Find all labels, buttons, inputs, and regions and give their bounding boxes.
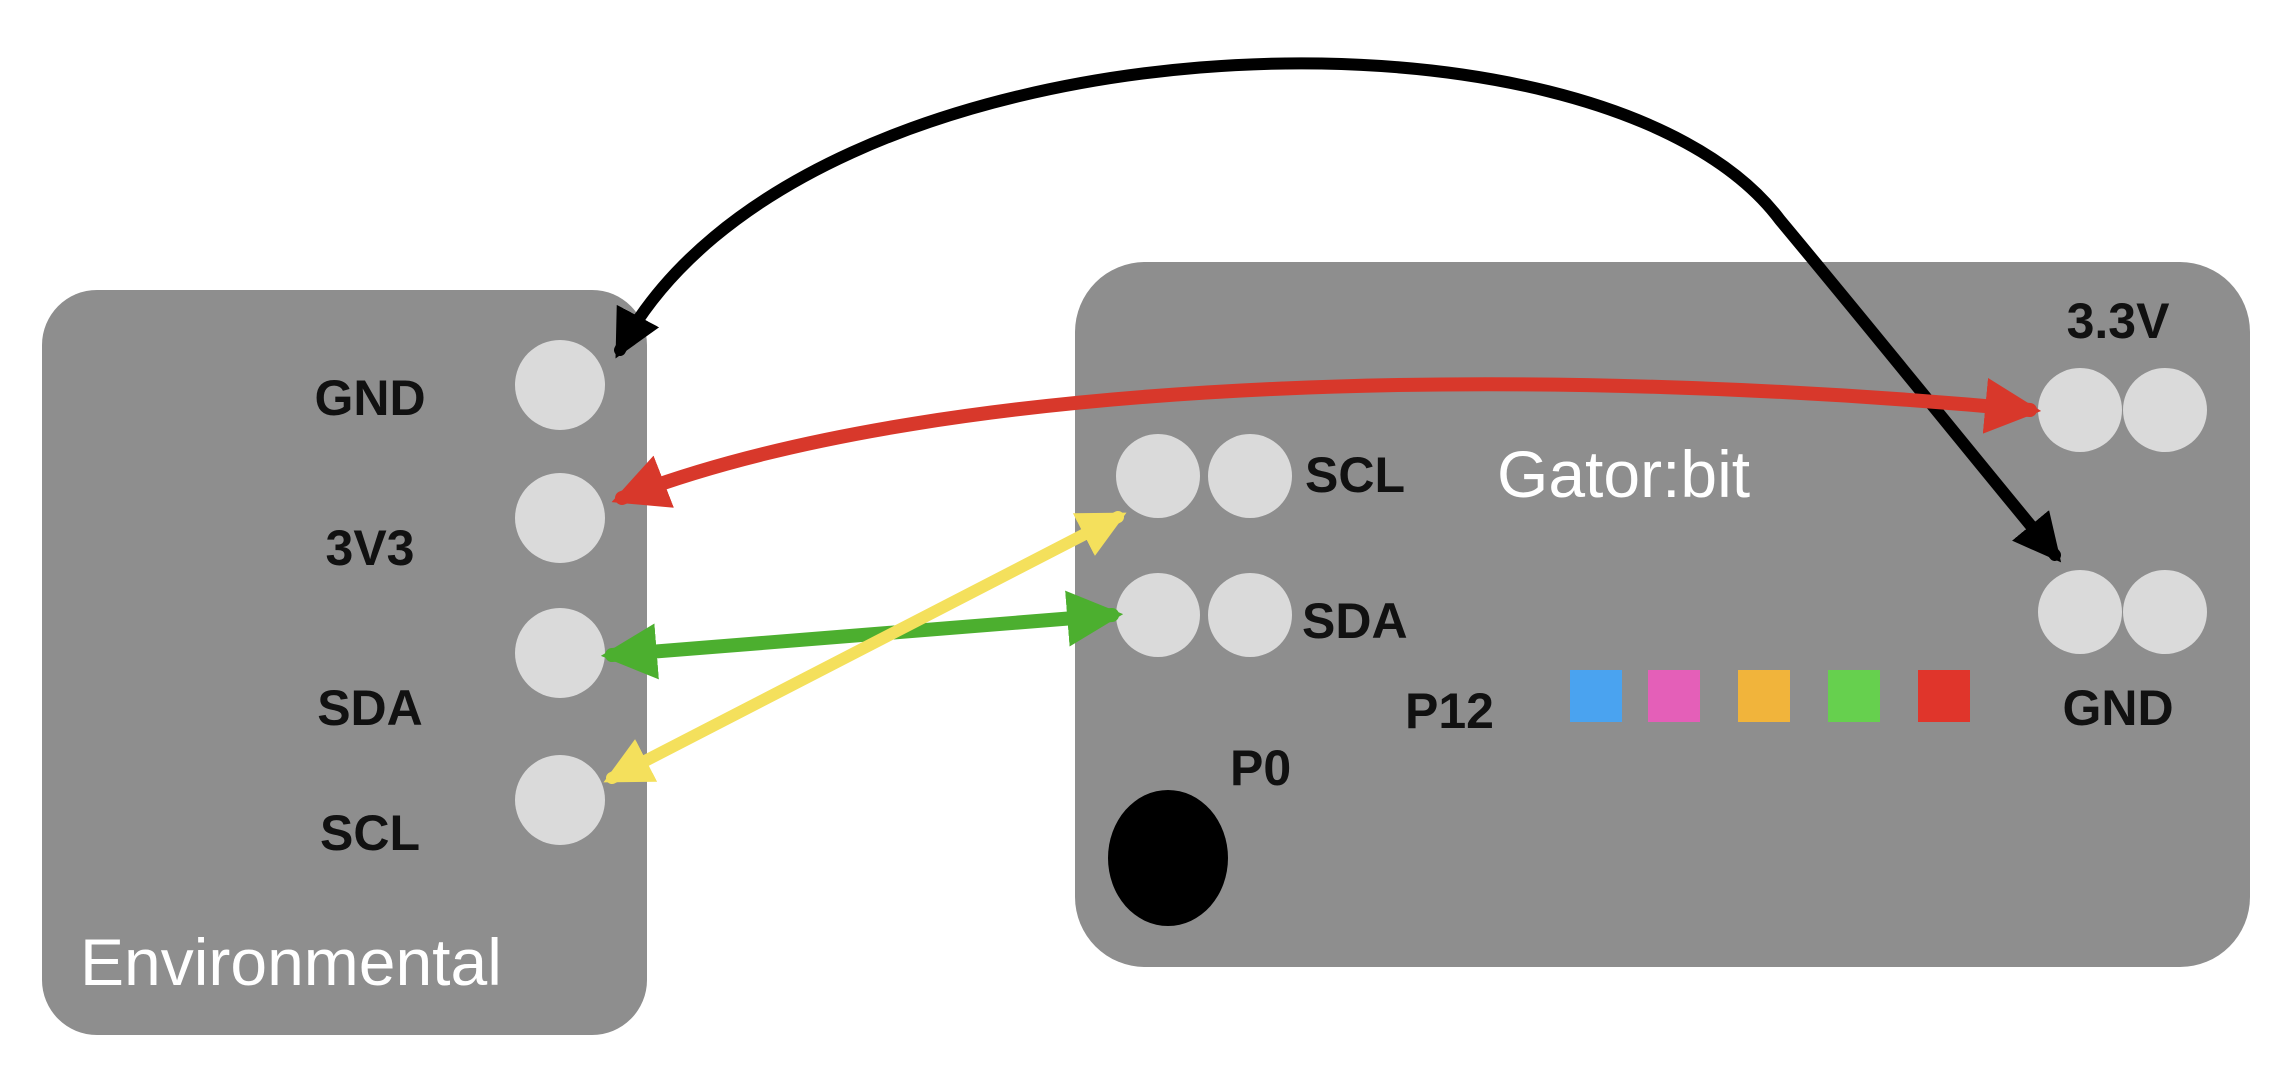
env-pin-label-sda: SDA [317,680,423,736]
env-pin-3v3 [515,473,605,563]
led-red [1918,670,1970,722]
gatorbit-board: SCL SDA P12 P0 3.3V GND Gator:bit [1075,262,2250,967]
env-pin-label-scl: SCL [320,805,420,861]
env-pin-gnd [515,340,605,430]
led-orange [1738,670,1790,722]
gator-pin-3v3-2 [2123,368,2207,452]
gator-label-scl: SCL [1305,447,1405,503]
gatorbit-board-title: Gator:bit [1497,437,1750,511]
environmental-board: GND 3V3 SDA SCL Environmental [42,290,647,1035]
gator-label-sda: SDA [1302,593,1408,649]
gator-pin-scl-1 [1116,434,1200,518]
gator-pin-scl-2 [1208,434,1292,518]
gator-pin-sda-2 [1208,573,1292,657]
gator-label-p12: P12 [1405,683,1494,739]
gator-label-p0: P0 [1230,740,1291,796]
led-blue [1570,670,1622,722]
led-pink [1648,670,1700,722]
env-pin-label-3v3: 3V3 [326,520,415,576]
env-pin-label-gnd: GND [314,370,425,426]
env-pin-sda [515,608,605,698]
led-green [1828,670,1880,722]
wire-scl-yellow [603,511,1127,784]
env-pin-scl [515,755,605,845]
environmental-board-body [42,290,647,1035]
gator-pin-gnd-2 [2123,570,2207,654]
gator-label-gnd: GND [2062,680,2173,736]
environmental-board-title: Environmental [80,925,502,999]
gator-label-3v3: 3.3V [2067,293,2171,349]
gator-pin-gnd-1 [2038,570,2122,654]
wire-3v3-red [611,377,2042,508]
p0-touch-pad [1108,790,1228,926]
gator-pin-sda-1 [1116,573,1200,657]
gator-pin-3v3-1 [2038,368,2122,452]
